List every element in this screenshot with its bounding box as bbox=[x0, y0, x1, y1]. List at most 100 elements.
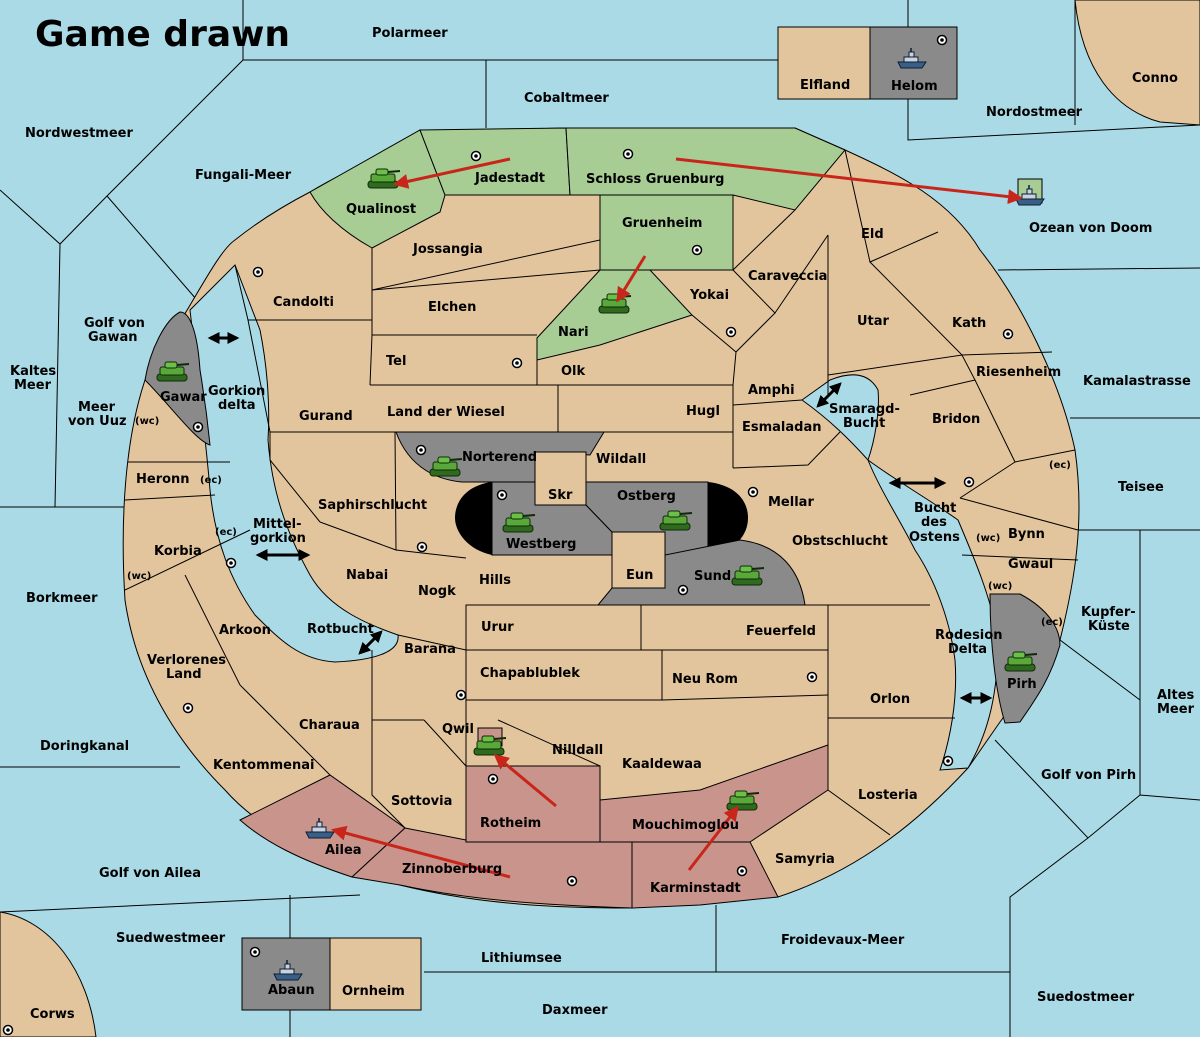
sea-label-nordostmeer: Nordostmeer bbox=[986, 105, 1083, 120]
sea-label-nordwestmeer: Nordwestmeer bbox=[25, 126, 133, 141]
sea-label-golf-von-ailea: Golf von Ailea bbox=[99, 866, 201, 881]
region-eun[interactable] bbox=[611, 531, 666, 589]
land-label-olk: Olk bbox=[561, 364, 586, 379]
land-label-land-der-wiesel: Land der Wiesel bbox=[387, 405, 505, 420]
sea-label-ozean-von-doom: Ozean von Doom bbox=[1029, 221, 1152, 236]
supply-center-dot-icon bbox=[622, 148, 634, 160]
land-label-eld: Eld bbox=[861, 227, 884, 242]
order-arrows bbox=[331, 157, 1023, 879]
sea-label-bucht-des-ostens-3: Ostens bbox=[909, 530, 960, 545]
region-conno[interactable] bbox=[1074, 0, 1200, 126]
land-label-bynn: Bynn bbox=[1008, 527, 1045, 542]
land-label-gwaul: Gwaul bbox=[1008, 557, 1053, 572]
land-label-feuerfeld: Feuerfeld bbox=[746, 624, 816, 639]
region-skr[interactable] bbox=[534, 451, 587, 506]
region-mouchimoglou[interactable] bbox=[599, 744, 829, 843]
supply-center-dot-icon bbox=[192, 421, 204, 433]
land-label-ostberg: Ostberg bbox=[617, 489, 676, 504]
double-arrow-icon bbox=[358, 630, 383, 655]
land-label-gawar: Gawar bbox=[160, 390, 207, 405]
land-label-orlon: Orlon bbox=[870, 692, 910, 707]
supply-center-dot-icon bbox=[225, 557, 237, 569]
land-label-zinnoberburg: Zinnoberburg bbox=[402, 862, 502, 877]
supply-center-dot-icon bbox=[470, 150, 482, 162]
supply-center-dot-icon bbox=[806, 671, 818, 683]
coast-label-wc: (wc) bbox=[976, 533, 1000, 544]
coast-label-ec: (ec) bbox=[200, 475, 222, 486]
lake-west bbox=[189, 264, 399, 663]
land-label-nabai: Nabai bbox=[346, 568, 388, 583]
land-label-qualinost: Qualinost bbox=[346, 202, 416, 217]
region-ostberg-coast bbox=[708, 482, 748, 555]
land-label-nogk: Nogk bbox=[418, 584, 456, 599]
land-label-chapablublek: Chapablublek bbox=[480, 666, 580, 681]
order-arrow bbox=[493, 754, 557, 808]
land-label-saphirschlucht: Saphirschlucht bbox=[318, 498, 427, 513]
land-label-bridon: Bridon bbox=[932, 412, 980, 427]
region-karminstadt[interactable] bbox=[631, 841, 779, 909]
sea-label-polarmeer: Polarmeer bbox=[372, 26, 448, 41]
land-label-hills: Hills bbox=[479, 573, 511, 588]
sea-label-mittelgorkion: Mittel- bbox=[253, 517, 302, 532]
land-label-verlorenes-land-2: Land bbox=[166, 667, 202, 682]
sea-label-altes-meer: Altes bbox=[1157, 688, 1195, 703]
land-label-neu-rom: Neu Rom bbox=[672, 672, 738, 687]
supply-center-dot-icon bbox=[182, 702, 194, 714]
sea-label-cobaltmeer: Cobaltmeer bbox=[524, 91, 609, 106]
region-nari[interactable] bbox=[536, 269, 693, 361]
supply-center-dot-icon bbox=[416, 541, 428, 553]
land-label-arkoon: Arkoon bbox=[219, 623, 271, 638]
supply-center-dot-icon bbox=[496, 489, 508, 501]
supply-center-dot-icon bbox=[963, 476, 975, 488]
supply-center-dot-icon bbox=[2, 1024, 14, 1036]
sea-label-golf-von-gawan-2: Gawan bbox=[88, 330, 137, 345]
land-label-norterend: Norterend bbox=[462, 450, 537, 465]
sea-label-fungali: Fungali-Meer bbox=[195, 168, 292, 183]
land-label-barana: Barana bbox=[404, 642, 456, 657]
sea-label-rodesion-delta-2: Delta bbox=[948, 642, 987, 657]
sea-label-doringkanal: Doringkanal bbox=[40, 739, 129, 754]
supply-center-dot-icon bbox=[1002, 328, 1014, 340]
land-label-korbia: Korbia bbox=[154, 544, 202, 559]
land-labels: Elfland Helom Qualinost Jadestadt Schlos… bbox=[127, 78, 1071, 999]
coast-label-wc: (wc) bbox=[988, 581, 1012, 592]
sea-label-froidevaux: Froidevaux-Meer bbox=[781, 933, 905, 948]
sea-label-mittelgorkion-2: gorkion bbox=[250, 531, 306, 546]
land-label-esmaladan: Esmaladan bbox=[742, 420, 822, 435]
land-label-riesenheim: Riesenheim bbox=[976, 365, 1061, 380]
land-label-verlorenes-land: Verlorenes bbox=[147, 653, 226, 668]
sea-label-altes-meer-2: Meer bbox=[1157, 702, 1195, 717]
supply-center-dot-icon bbox=[936, 34, 948, 46]
sea-label-borkmeer: Borkmeer bbox=[26, 591, 98, 606]
sea-label-kaltes-meer: Kaltes bbox=[10, 364, 56, 379]
land-label-karminstadt: Karminstadt bbox=[650, 881, 741, 896]
land-label-charaua: Charaua bbox=[299, 718, 360, 733]
region-ornheim[interactable] bbox=[329, 937, 422, 1011]
land-label-amphi: Amphi bbox=[748, 383, 795, 398]
region-sund[interactable] bbox=[596, 539, 806, 606]
land-label-helom: Helom bbox=[891, 79, 938, 94]
coast-label-wc: (wc) bbox=[135, 416, 159, 427]
land-label-sund: Sund bbox=[694, 569, 731, 584]
land-label-caraveccia: Caraveccia bbox=[748, 269, 827, 284]
double-arrow-icon bbox=[816, 382, 842, 408]
coast-label-ec: (ec) bbox=[215, 527, 237, 538]
game-status-title: Game drawn bbox=[35, 14, 290, 55]
region-gruenheim[interactable] bbox=[599, 194, 734, 271]
land-label-sottovia: Sottovia bbox=[391, 794, 452, 809]
land-label-hugl: Hugl bbox=[686, 404, 720, 419]
land-label-abaun: Abaun bbox=[268, 983, 315, 998]
land-label-obstschlucht: Obstschlucht bbox=[792, 534, 888, 549]
supply-center-dot-icon bbox=[691, 244, 703, 256]
passage-arrows bbox=[207, 332, 993, 704]
land-label-kaaldewaa: Kaaldewaa bbox=[622, 757, 702, 772]
supply-center-dot-icon bbox=[252, 266, 264, 278]
region-elfland[interactable] bbox=[777, 26, 871, 100]
region-qualinost[interactable] bbox=[309, 129, 446, 249]
sea-label-teisee: Teisee bbox=[1118, 480, 1164, 495]
land-label-heronn: Heronn bbox=[136, 472, 190, 487]
sea-label-meer-von-uuz: Meer bbox=[78, 400, 116, 415]
